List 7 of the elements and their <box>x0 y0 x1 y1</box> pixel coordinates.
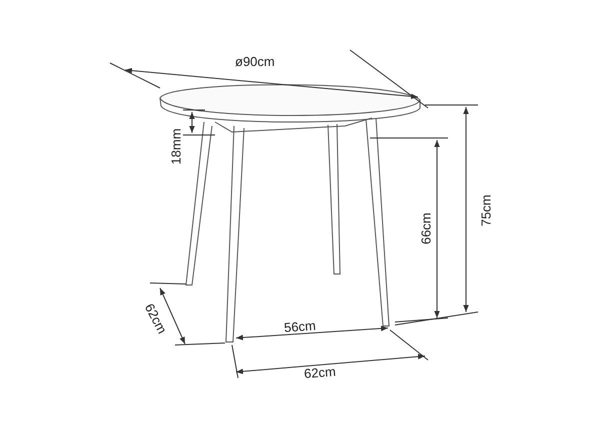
dimension-label: 66cm <box>418 212 434 244</box>
dimension-label: 62cm <box>142 300 170 336</box>
dimension-label: 62cm <box>304 363 336 381</box>
dimension-label: 75cm <box>478 194 494 226</box>
dimension-label: 18mm <box>168 128 184 164</box>
dimension-label: 56cm <box>284 317 316 335</box>
dimension-label: ø90cm <box>235 54 275 68</box>
